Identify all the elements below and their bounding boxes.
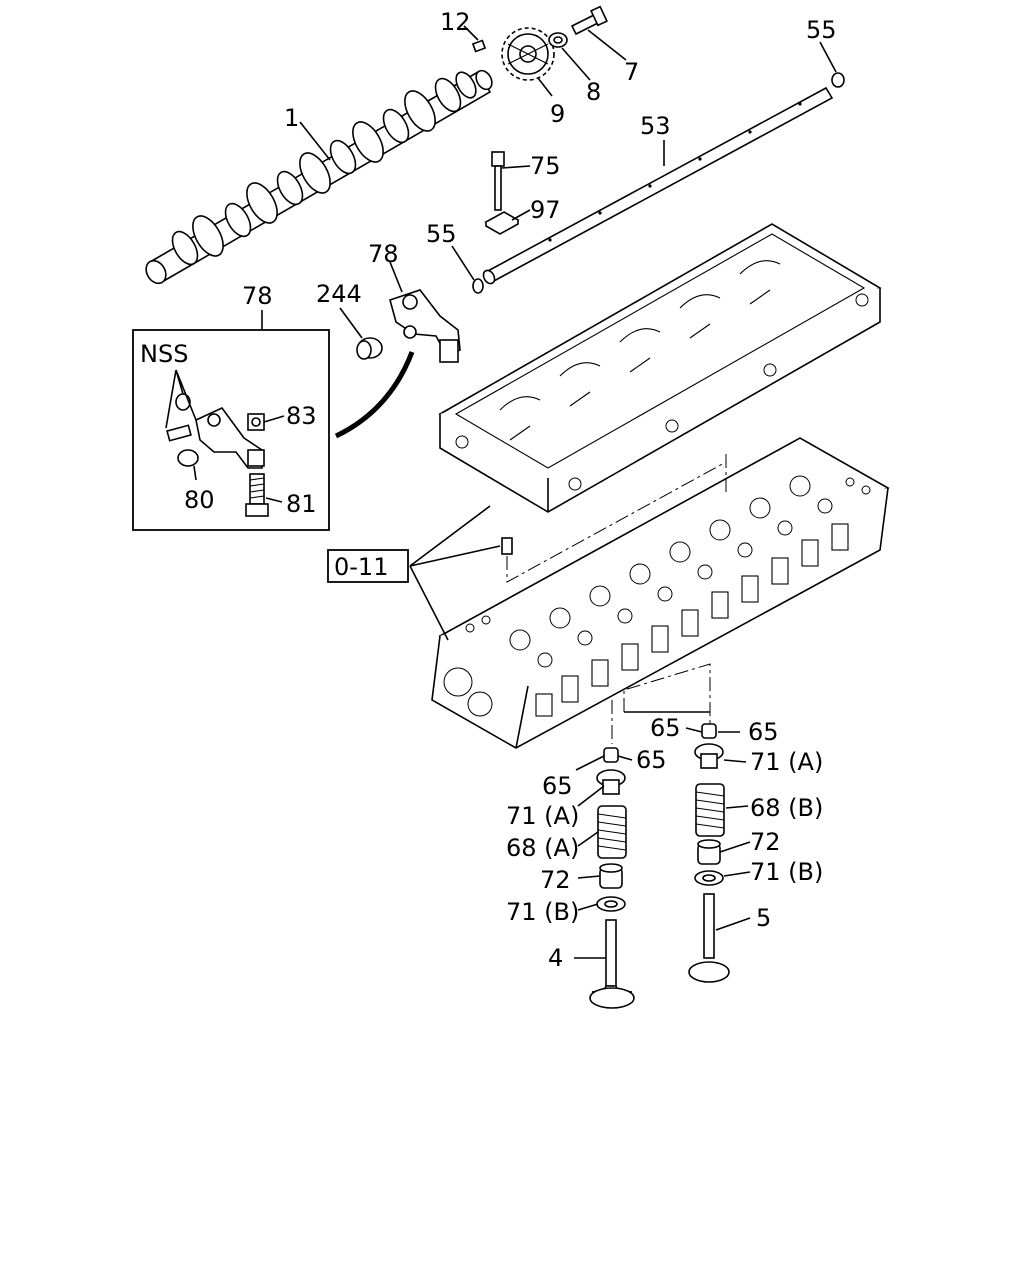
head-dowel-icon	[501, 537, 513, 555]
callout-7: 7	[624, 58, 639, 86]
adjust-nut-icon	[247, 413, 265, 431]
callout-71a-left: 71 (A)	[506, 802, 579, 830]
left-valve-stack	[589, 747, 635, 1009]
spring-seat-right-icon	[694, 743, 724, 769]
callout-4: 4	[548, 944, 563, 972]
callout-97: 97	[530, 196, 561, 224]
spring-washer-left-icon	[596, 896, 626, 912]
reference-label: 0-11	[334, 553, 388, 581]
callout-81: 81	[286, 490, 317, 518]
spring-washer-right-icon	[694, 870, 724, 886]
right-valve-stack	[688, 723, 730, 983]
callout-71b-left: 71 (B)	[506, 898, 579, 926]
valve-seal-left-icon	[599, 863, 623, 889]
callout-65-left-1: 65	[542, 772, 573, 800]
intake-valve-icon	[589, 919, 635, 1009]
nss-rocker-arm-icon	[166, 393, 265, 469]
shaft-bracket-icon	[484, 211, 520, 235]
spring-seat-left-icon	[596, 769, 626, 795]
callout-9: 9	[550, 100, 565, 128]
bolt-icon	[570, 5, 608, 36]
callout-8: 8	[586, 78, 601, 106]
callout-55-top: 55	[806, 16, 837, 44]
plug-icon	[831, 72, 845, 88]
valve-cotter-left-icon	[603, 747, 619, 763]
shaft-bolt-icon	[491, 151, 505, 211]
callout-68b-right: 68 (B)	[750, 794, 823, 822]
callout-78-arm: 78	[368, 240, 399, 268]
callout-71b-right: 71 (B)	[750, 858, 823, 886]
cam-gear-icon	[501, 27, 555, 81]
camshaft-carrier-icon	[438, 223, 882, 513]
callout-5: 5	[756, 904, 771, 932]
callout-78-box: 78	[242, 282, 273, 310]
callout-68a-left: 68 (A)	[506, 834, 579, 862]
reference-box	[327, 549, 409, 583]
camshaft-icon	[145, 69, 493, 285]
callout-83: 83	[286, 402, 317, 430]
callout-72-left: 72	[540, 866, 571, 894]
cylinder-head-icon	[431, 437, 890, 749]
valve-seal-right-icon	[697, 839, 721, 865]
dowel-pin-icon	[471, 39, 487, 53]
adjust-screw-icon	[245, 473, 269, 517]
callout-80: 80	[184, 486, 215, 514]
rocker-shaft-icon	[482, 86, 834, 285]
callout-55-mid: 55	[426, 220, 457, 248]
spacer-ring-icon	[472, 278, 484, 294]
callout-53: 53	[640, 112, 671, 140]
callout-1: 1	[284, 104, 299, 132]
washer-icon	[548, 32, 568, 48]
callout-65-left-2: 65	[636, 746, 667, 774]
callout-65-right-2: 65	[748, 718, 779, 746]
valve-cotter-right-icon	[701, 723, 717, 739]
callout-71a-right: 71 (A)	[750, 748, 823, 776]
rocker-arm-icon	[389, 289, 461, 363]
valve-spring-a-icon	[597, 805, 627, 859]
callout-72-right: 72	[750, 828, 781, 856]
nss-label: NSS	[140, 340, 188, 368]
exhaust-valve-icon	[688, 893, 730, 983]
valve-spring-b-icon	[695, 783, 725, 837]
callout-244: 244	[316, 280, 362, 308]
callout-12: 12	[440, 8, 471, 36]
callout-75: 75	[530, 152, 561, 180]
bushing-icon	[356, 337, 383, 360]
callout-65-right-1: 65	[650, 714, 681, 742]
